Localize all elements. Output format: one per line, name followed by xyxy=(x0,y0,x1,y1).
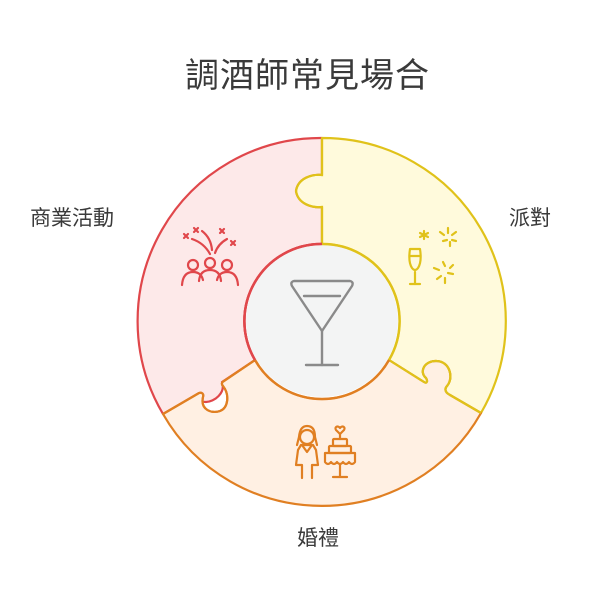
segment-label-party: 派對 xyxy=(509,206,551,230)
cocktail-glass-icon xyxy=(290,279,354,367)
segment-label-business: 商業活動 xyxy=(30,206,114,230)
segment-label-wedding: 婚禮 xyxy=(297,526,339,550)
crowd-celebration-icon xyxy=(180,226,240,287)
bride-wedding-cake-icon xyxy=(294,424,357,480)
center-circle xyxy=(243,242,401,401)
champagne-fireworks-icon xyxy=(408,226,458,286)
title-text: 調酒師常見場合 xyxy=(185,56,430,96)
